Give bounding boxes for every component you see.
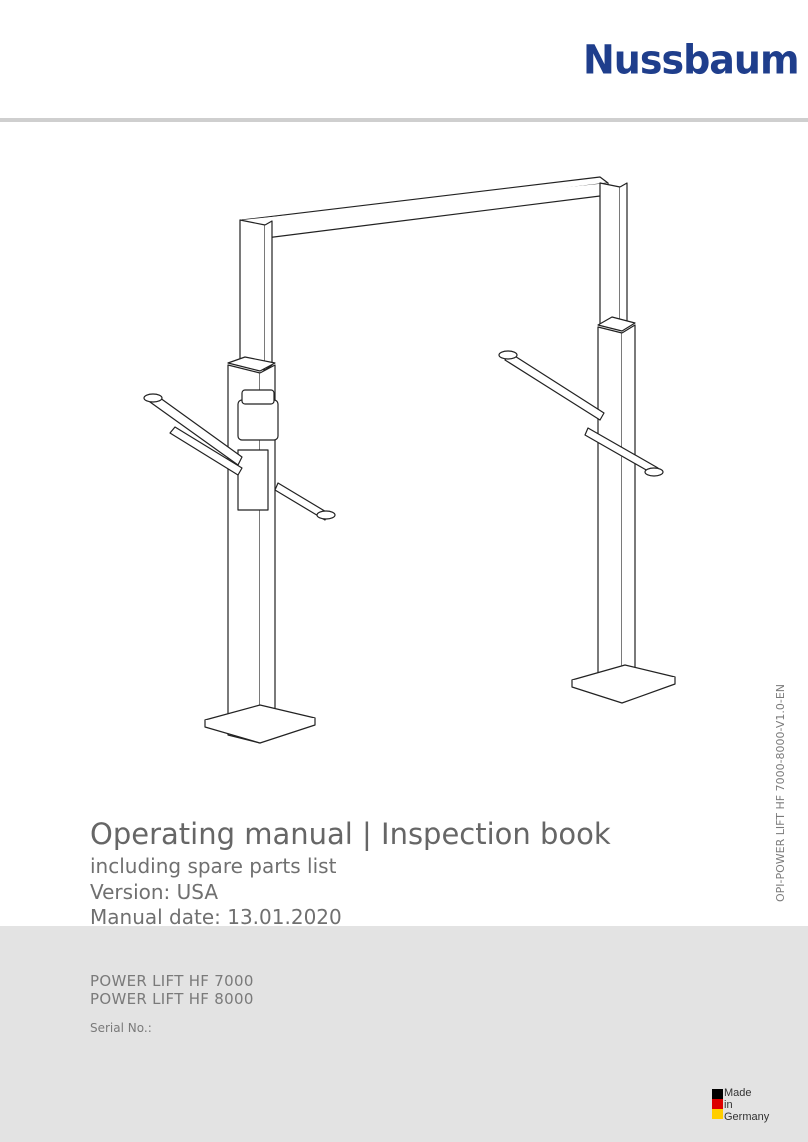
header-divider	[0, 118, 808, 122]
document-code: OPI-POWER LIFT HF 7000-8000-V1.0-EN	[774, 683, 787, 902]
flag-stripe-red	[712, 1099, 723, 1109]
serial-number-label: Serial No.:	[90, 1021, 152, 1035]
model-name-1: POWER LIFT HF 7000	[90, 972, 254, 990]
document-version: Version: USA	[90, 880, 219, 904]
model-name-2: POWER LIFT HF 8000	[90, 990, 254, 1008]
flag-stripe-gold	[712, 1109, 723, 1119]
nussbaum-logo: Nussbaum	[583, 36, 800, 84]
in-line: in	[724, 1099, 733, 1111]
flag-stripe-black	[712, 1089, 723, 1099]
manual-date: Manual date: 13.01.2020	[90, 905, 342, 929]
german-flag-icon	[712, 1089, 723, 1119]
made-line: Made	[724, 1087, 752, 1099]
germany-line: Germany	[724, 1111, 770, 1123]
footer-band	[0, 926, 808, 1142]
two-post-lift-drawing-icon	[143, 176, 676, 744]
document-subtitle: including spare parts list	[90, 854, 337, 878]
logo-wordmark: Nussbaum	[583, 36, 800, 84]
made-in-germany: Made in Germany	[724, 1087, 769, 1123]
document-title: Operating manual | Inspection book	[90, 817, 611, 851]
